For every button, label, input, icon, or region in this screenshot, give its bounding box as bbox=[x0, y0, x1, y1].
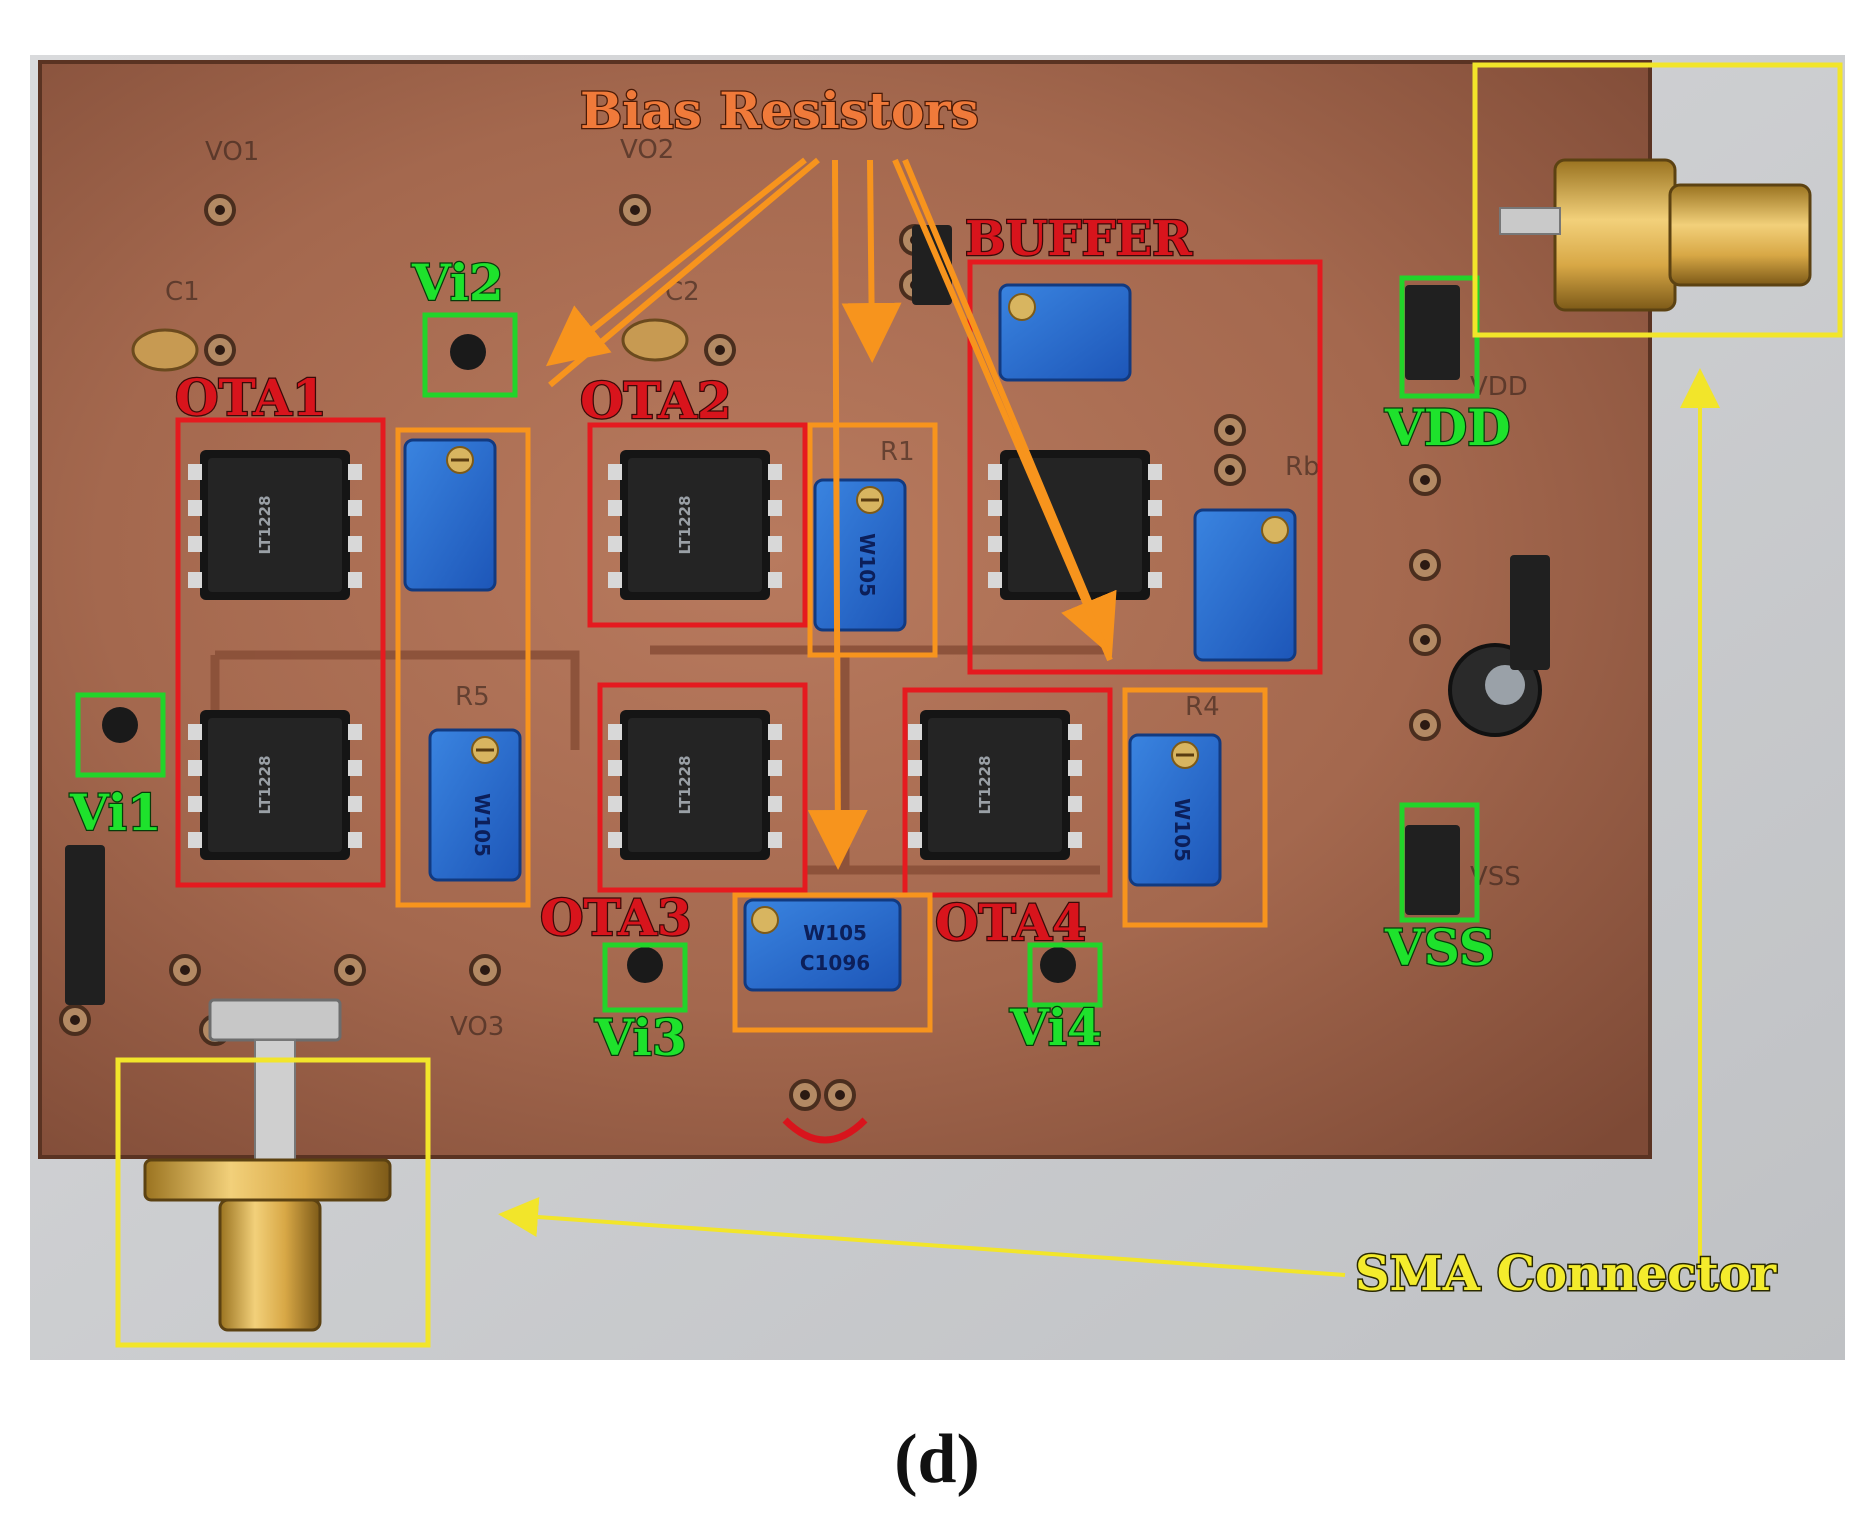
svg-text:W105: W105 bbox=[470, 793, 494, 857]
label-vi1: Vi1 bbox=[69, 783, 162, 842]
svg-text:W105: W105 bbox=[855, 533, 879, 597]
pcb-photograph: VO1 VO2 C1 C2 R1 R5 R4 Rb VO3 VDD VSS bbox=[30, 55, 1845, 1360]
sma-arrows bbox=[498, 368, 1720, 1280]
svg-text:R1: R1 bbox=[880, 437, 915, 467]
input-pins bbox=[102, 334, 1076, 983]
svg-text:R4: R4 bbox=[1185, 692, 1220, 722]
svg-text:C1: C1 bbox=[165, 277, 200, 307]
sma-top-right-box bbox=[1472, 62, 1843, 338]
label-vss: VSS bbox=[1384, 918, 1495, 977]
r4-box bbox=[1122, 687, 1268, 928]
pcb-traces bbox=[210, 645, 1110, 875]
svg-text:C1096: C1096 bbox=[800, 951, 870, 975]
label-vdd: VDD bbox=[1384, 398, 1511, 457]
sma-bottom-left-box bbox=[115, 1057, 431, 1348]
ota-boxes bbox=[175, 259, 1323, 898]
ota1-box bbox=[175, 417, 386, 888]
svg-text:LT1228: LT1228 bbox=[676, 755, 694, 814]
label-vi2: Vi2 bbox=[411, 253, 504, 312]
svg-text:LT1228: LT1228 bbox=[976, 755, 994, 814]
label-ota1: OTA1 bbox=[175, 368, 327, 427]
svg-text:Rb: Rb bbox=[1285, 452, 1320, 482]
svg-text:VO2: VO2 bbox=[620, 135, 674, 165]
label-ota2: OTA2 bbox=[580, 371, 732, 430]
capacitor-c2 bbox=[621, 318, 689, 362]
red-wire-loop bbox=[782, 1117, 868, 1144]
svg-text:LT1228: LT1228 bbox=[256, 755, 274, 814]
trimmer-buffer bbox=[998, 283, 1132, 382]
vi3-box bbox=[602, 942, 688, 1013]
svg-text:VO1: VO1 bbox=[205, 137, 259, 167]
ic-ota1-top: LT1228 bbox=[188, 450, 362, 600]
label-ota4: OTA4 bbox=[935, 893, 1087, 952]
label-bias-resistors: Bias Resistors bbox=[580, 81, 979, 140]
ota4-box bbox=[902, 687, 1113, 898]
svg-text:W105: W105 bbox=[803, 921, 867, 945]
rbottom-box bbox=[732, 892, 933, 1033]
label-sma-connector: SMA Connector bbox=[1355, 1246, 1777, 1302]
sma-boxes bbox=[115, 62, 1843, 1348]
vi4-box bbox=[1027, 942, 1103, 1008]
electrolytic-capacitor-top bbox=[1485, 665, 1525, 705]
svg-text:LT1228: LT1228 bbox=[676, 495, 694, 554]
trimmer-r5-top bbox=[403, 438, 497, 592]
label-ota3: OTA3 bbox=[540, 888, 692, 947]
ic-ota1-bottom: LT1228 bbox=[188, 710, 362, 860]
trimmer-r5: W105 bbox=[428, 728, 522, 882]
trimmer-r1: W105 bbox=[813, 478, 907, 632]
ic-ota2: LT1228 bbox=[608, 450, 782, 600]
label-vi4: Vi4 bbox=[1009, 998, 1102, 1057]
vss-box bbox=[1399, 802, 1480, 923]
svg-text:W105: W105 bbox=[1170, 798, 1194, 862]
r5-box bbox=[395, 427, 531, 908]
ota2-box bbox=[587, 422, 808, 628]
trimmer-r4: W105 bbox=[1128, 733, 1222, 887]
ic-ota4: LT1228 bbox=[908, 710, 1082, 860]
ic-ota3: LT1228 bbox=[608, 710, 782, 860]
sma-connector-top-right bbox=[1499, 158, 1812, 312]
vi2-box bbox=[422, 312, 518, 398]
trimmer-rb bbox=[1193, 508, 1297, 662]
capacitor-c1 bbox=[131, 328, 199, 372]
label-buffer: BUFFER bbox=[965, 211, 1193, 267]
resistor-boxes bbox=[395, 422, 1268, 1033]
ota3-box bbox=[597, 682, 808, 893]
r1-box bbox=[807, 422, 938, 658]
trimmer-rbottom: W105 C1096 bbox=[743, 898, 902, 992]
svg-text:VDD: VDD bbox=[1470, 372, 1528, 402]
svg-text:LT1228: LT1228 bbox=[256, 495, 274, 554]
buffer-box bbox=[967, 259, 1323, 675]
label-vi3: Vi3 bbox=[594, 1008, 687, 1067]
vi1-box bbox=[75, 692, 166, 778]
figure-caption: (d) bbox=[894, 1421, 980, 1498]
svg-text:R5: R5 bbox=[455, 682, 490, 712]
bias-resistor-arrows bbox=[545, 157, 1117, 870]
svg-text:VO3: VO3 bbox=[450, 1012, 504, 1042]
